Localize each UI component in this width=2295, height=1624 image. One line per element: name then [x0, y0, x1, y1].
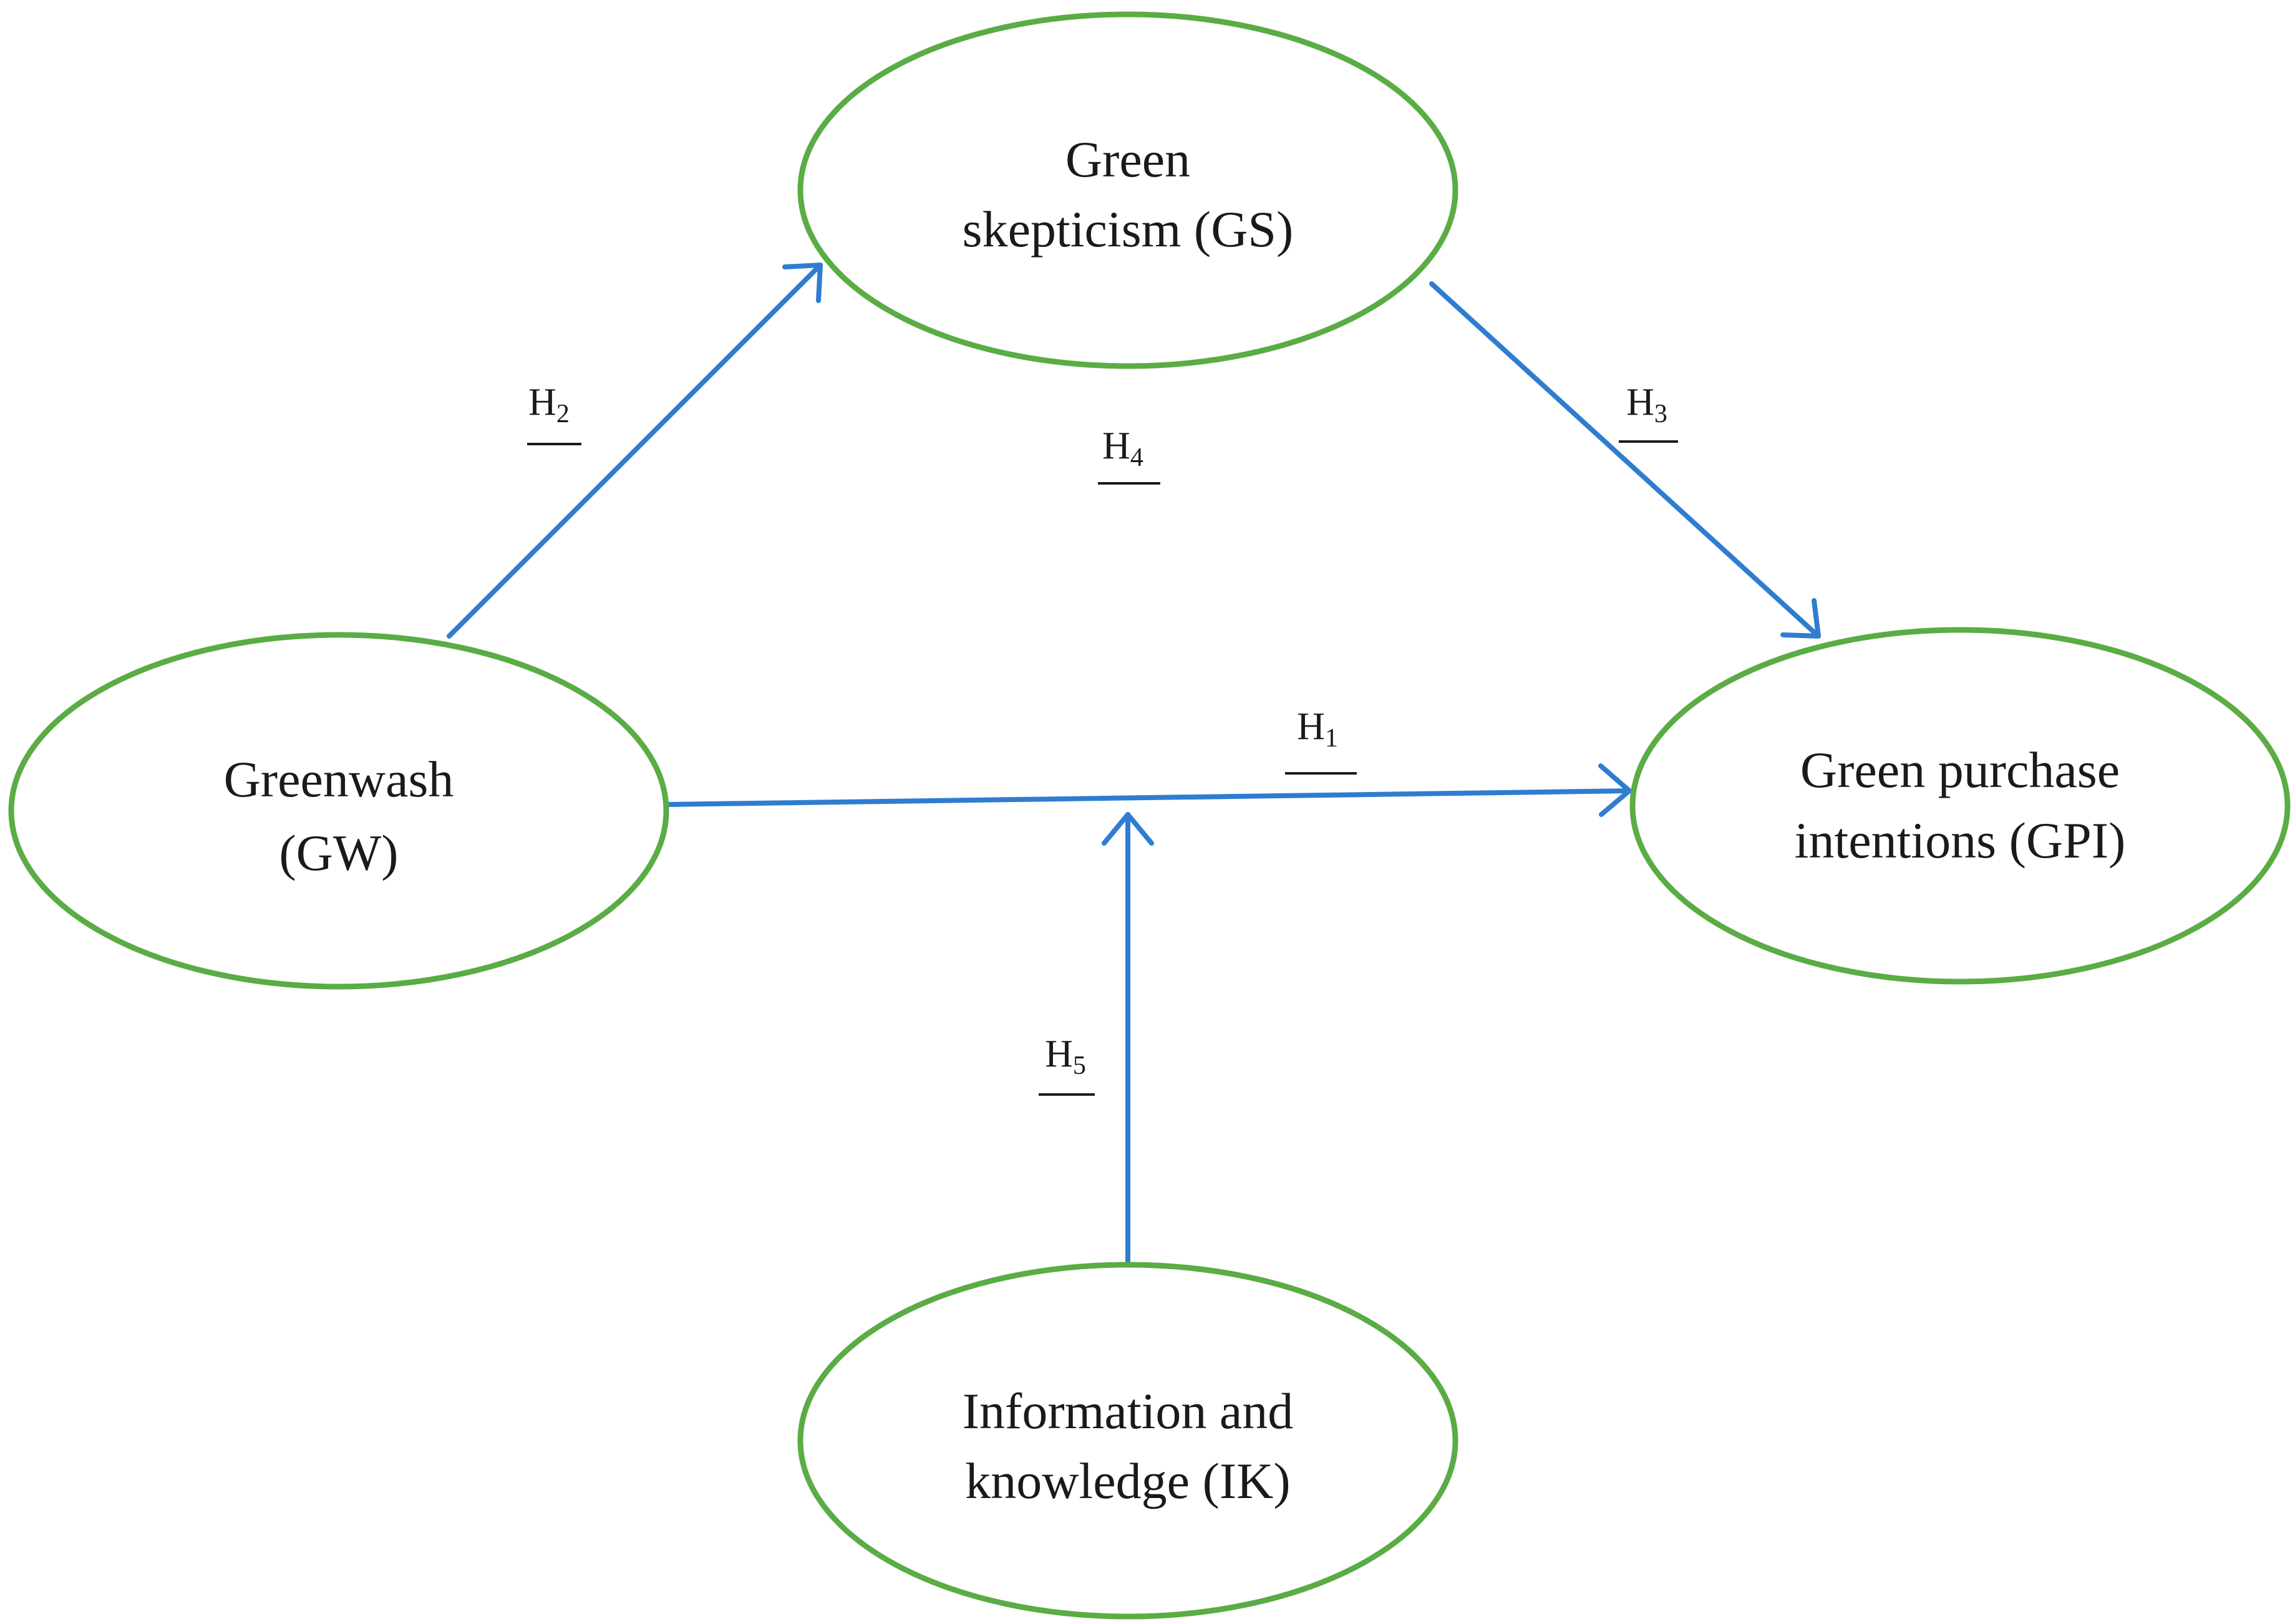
hypothesis-label-h1: H1 — [1285, 705, 1357, 775]
node-information-knowledge: Information and knowledge (IK) — [797, 1262, 1458, 1620]
node-green-skepticism: Green skepticism (GS) — [797, 11, 1458, 369]
node-green-skepticism-line2: skepticism (GS) — [963, 201, 1294, 258]
edge-ik-to-h1 — [1102, 812, 1154, 1267]
svg-text:H3: H3 — [1626, 381, 1667, 428]
node-greenwash-line2: (GW) — [279, 824, 398, 881]
svg-text:H1: H1 — [1297, 705, 1338, 753]
svg-text:H2: H2 — [528, 381, 570, 428]
svg-text:H5: H5 — [1045, 1033, 1086, 1080]
node-green-purchase-intentions: Green purchase intentions (GPI) — [1629, 627, 2291, 985]
node-green-purchase-intentions-line1: Green purchase — [1800, 742, 2120, 798]
edge-gw-to-gpi — [664, 763, 1632, 817]
node-greenwash: Greenwash (GW) — [8, 632, 669, 990]
node-greenwash-line1: Greenwash — [224, 751, 454, 808]
hypothesis-label-h2: H2 — [527, 381, 581, 445]
edge-gw-to-gs — [447, 263, 823, 639]
node-green-skepticism-line1: Green — [1065, 131, 1190, 188]
node-green-purchase-intentions-line2: intentions (GPI) — [1795, 812, 2126, 869]
node-information-knowledge-line2: knowledge (IK) — [965, 1452, 1290, 1509]
hypothesis-label-h5: H5 — [1039, 1033, 1095, 1096]
hypothesis-label-h3: H3 — [1619, 381, 1678, 443]
edge-gs-to-gpi — [1429, 281, 1821, 639]
svg-text:H4: H4 — [1102, 425, 1143, 472]
hypothesis-label-h4: H4 — [1098, 425, 1160, 485]
node-information-knowledge-line1: Information and — [963, 1383, 1294, 1439]
